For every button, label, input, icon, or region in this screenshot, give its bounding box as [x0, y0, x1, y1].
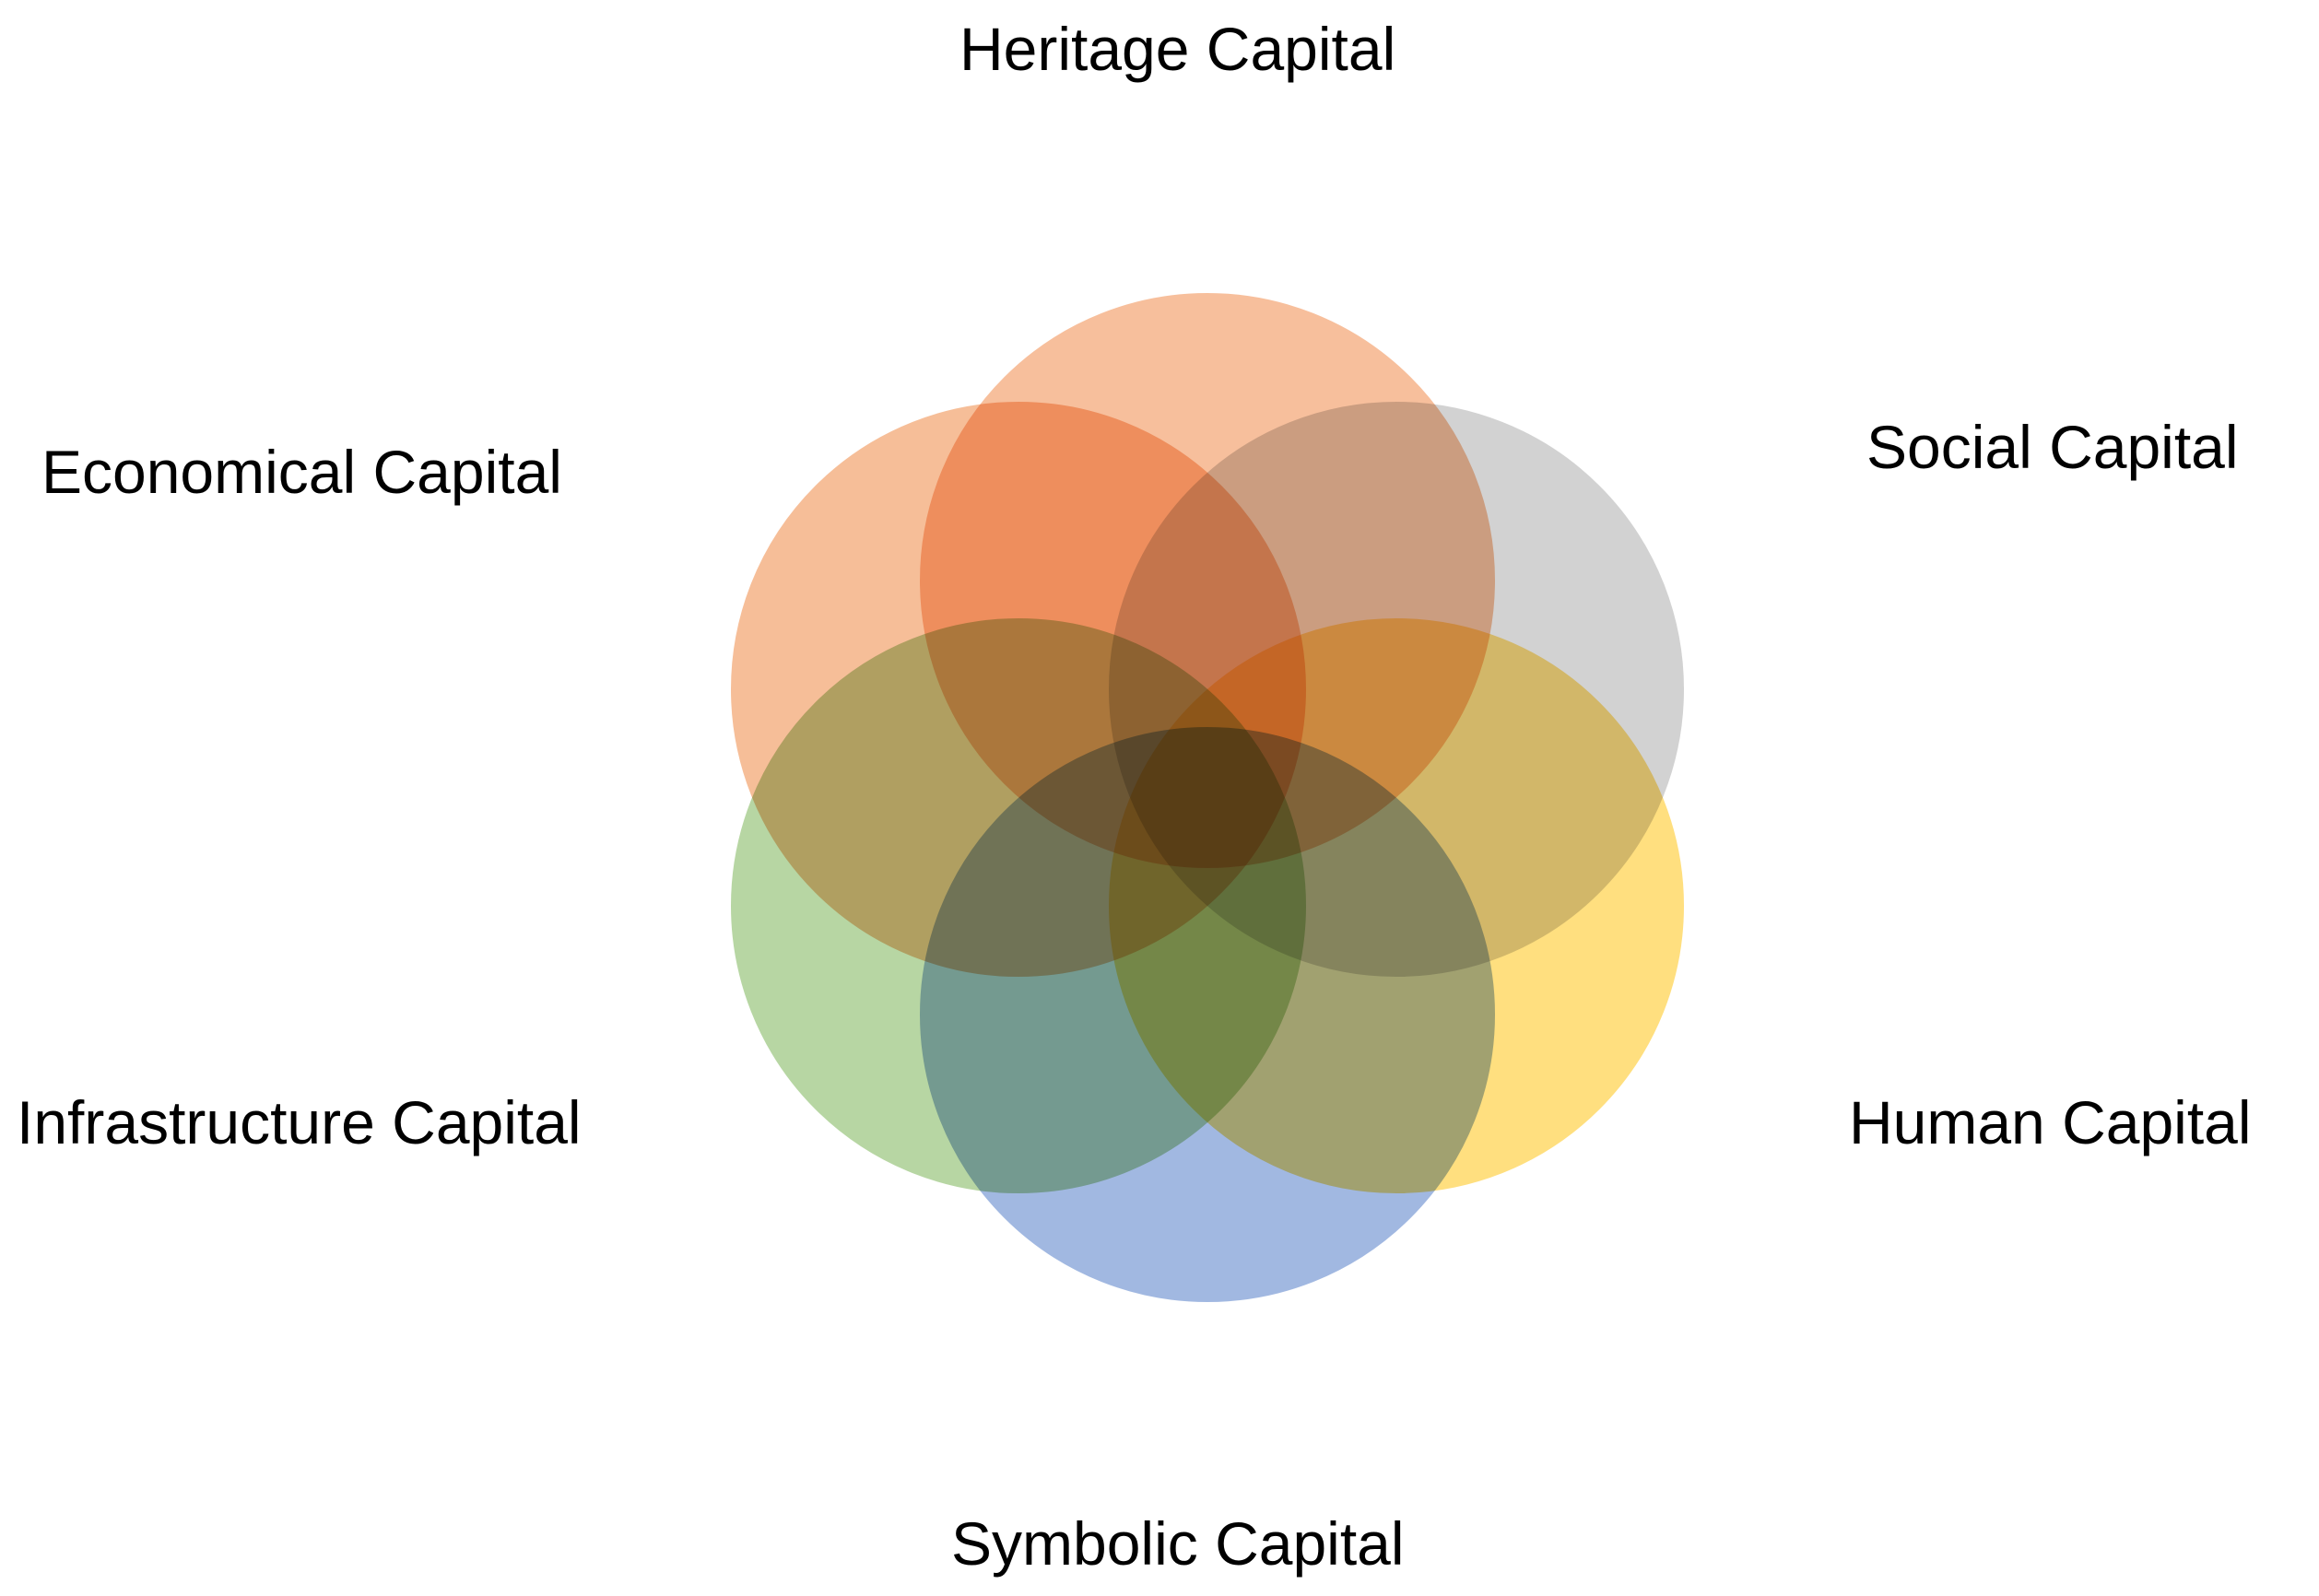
label-human-capital: Human Capital — [1849, 1088, 2252, 1156]
label-social-capital: Social Capital — [1866, 413, 2239, 481]
label-symbolic-capital: Symbolic Capital — [951, 1509, 1405, 1578]
label-heritage-capital: Heritage Capital — [959, 15, 1396, 83]
circle-economical — [725, 396, 1312, 982]
label-infrastructure-capital: Infrastructure Capital — [17, 1088, 582, 1156]
label-economical-capital: Economical Capital — [41, 438, 562, 506]
